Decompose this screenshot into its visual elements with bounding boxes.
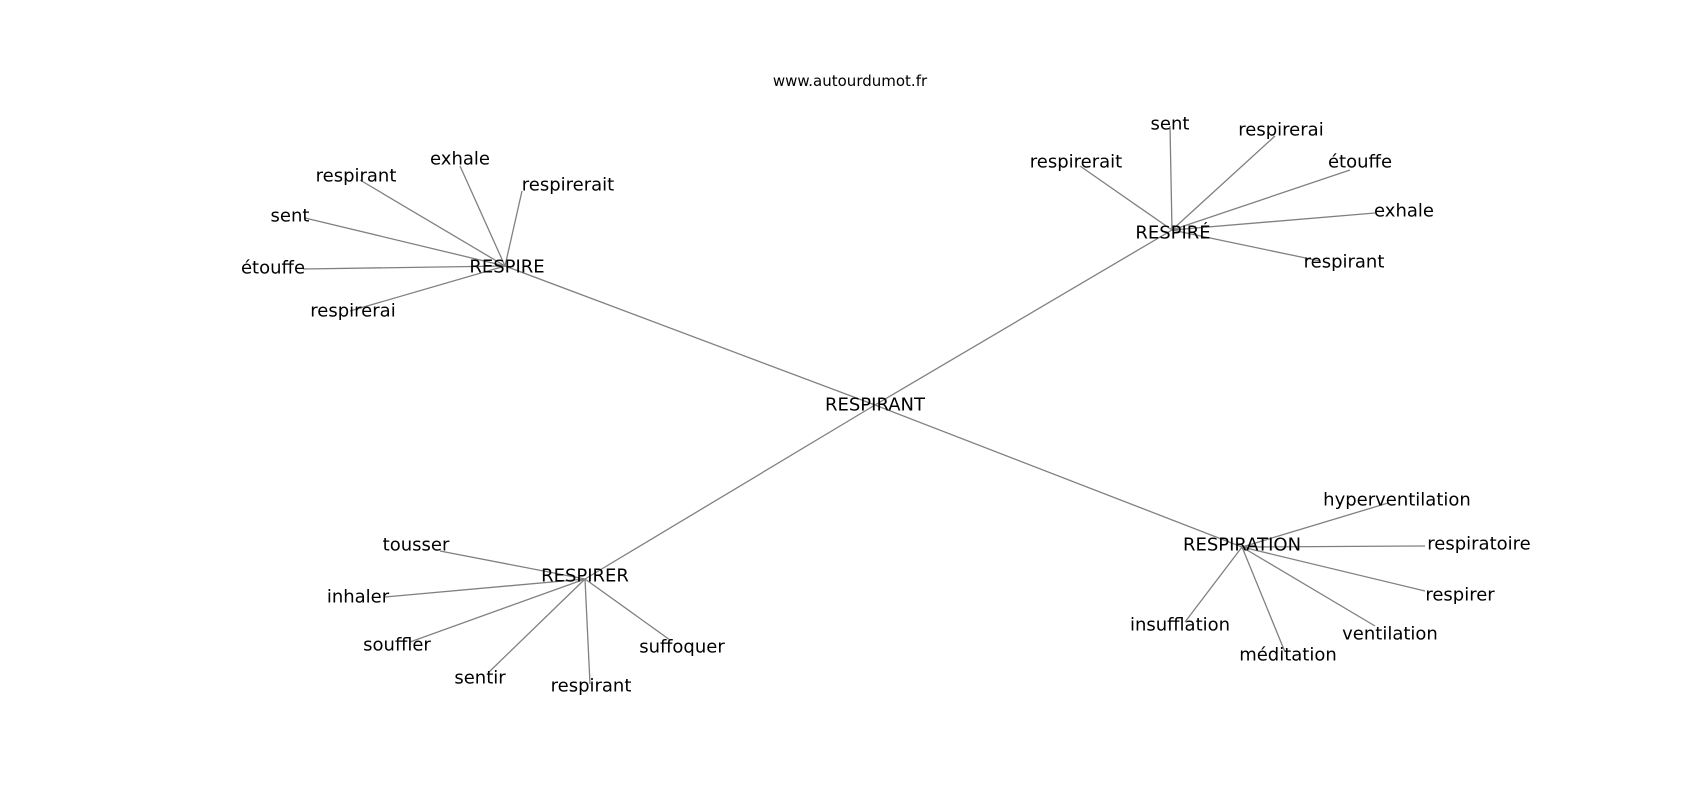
- edge-leaf: [409, 578, 586, 643]
- group-node-label: RESPIRER: [541, 566, 629, 587]
- edge-leaf: [1171, 169, 1351, 231]
- leaf-word: respirerai: [310, 301, 395, 322]
- edge-leaf: [359, 179, 506, 267]
- edge-leaf: [384, 578, 586, 598]
- leaf-word: respirant: [1304, 252, 1385, 273]
- center-node-label: RESPIRANT: [825, 395, 926, 416]
- edge-leaf: [1079, 165, 1173, 231]
- site-url: www.autourdumot.fr: [772, 72, 928, 90]
- leaf-word: respirerait: [522, 175, 614, 196]
- leaf-word: sent: [1151, 114, 1190, 135]
- edge-leaf: [1241, 546, 1376, 627]
- leaf-word: sentir: [454, 668, 506, 689]
- edge-leaf: [1184, 546, 1243, 623]
- leaf-word: souffler: [363, 635, 431, 656]
- edge-leaf: [1241, 546, 1426, 592]
- edge-leaf: [584, 578, 671, 641]
- leaf-word: respirant: [316, 166, 397, 187]
- edge-leaf: [1171, 135, 1276, 231]
- leaf-word: tousser: [383, 535, 450, 556]
- leaf-word: respirer: [1425, 585, 1495, 606]
- edge-center-3: [874, 404, 1243, 548]
- edge-leaf: [304, 217, 506, 267]
- leaf-word: étouffe: [241, 258, 305, 279]
- leaf-word: respirerait: [1030, 152, 1122, 173]
- leaf-word: insufflation: [1130, 615, 1230, 636]
- leaf-word: respiratoire: [1427, 534, 1530, 555]
- group-node-label: RESPIRE: [469, 257, 544, 278]
- edge-leaf: [1241, 546, 1286, 653]
- leaf-word: étouffe: [1328, 152, 1392, 173]
- edge-leaf: [487, 578, 586, 674]
- leaf-word: respirerai: [1238, 120, 1323, 141]
- edge-leaf: [584, 578, 591, 685]
- leaf-word: exhale: [1374, 201, 1434, 222]
- leaf-word: inhaler: [327, 587, 390, 608]
- leaf-word: sent: [271, 206, 310, 227]
- leaf-word: exhale: [430, 149, 490, 170]
- edge-leaf: [1171, 229, 1321, 262]
- leaf-word: méditation: [1239, 645, 1337, 666]
- edge-leaf: [504, 190, 523, 267]
- group-node-label: RESPIRÉ: [1135, 222, 1210, 244]
- edge-leaf: [1171, 212, 1376, 231]
- edge-leaf: [1241, 502, 1389, 548]
- edge-leaf: [1241, 545, 1426, 548]
- leaf-word: suffoquer: [639, 637, 725, 658]
- leaf-word: respirant: [551, 676, 632, 697]
- edge-center-0: [504, 265, 876, 406]
- group-node-label: RESPIRATION: [1183, 535, 1301, 556]
- edge-center-1: [874, 229, 1173, 406]
- edge-leaf: [459, 165, 506, 267]
- edge-leaf: [349, 265, 506, 312]
- edge-leaf: [439, 550, 586, 580]
- edge-center-2: [584, 404, 876, 580]
- edge-leaf: [1169, 125, 1173, 231]
- leaf-word: ventilation: [1342, 624, 1438, 645]
- leaf-word: hyperventilation: [1323, 490, 1471, 511]
- edges: [302, 125, 1426, 685]
- edge-leaf: [302, 265, 506, 270]
